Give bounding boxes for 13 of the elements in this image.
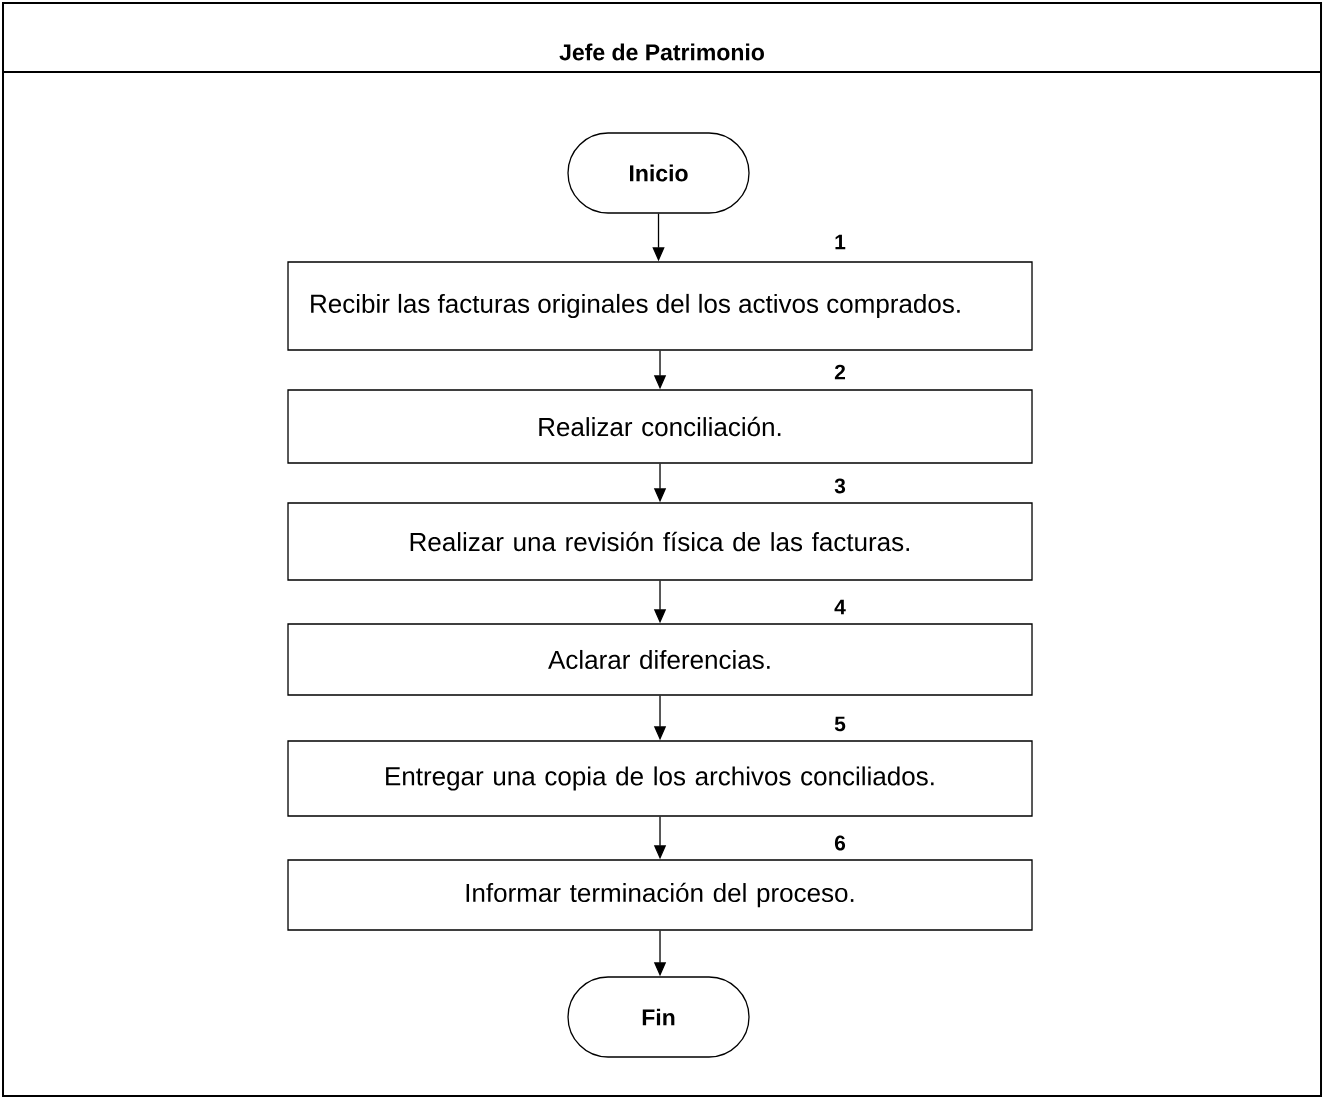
step-number: 5 <box>834 716 846 732</box>
process-box: Recibir las facturas originales del los activos comprados. <box>287 261 1033 351</box>
step-number: 6 <box>834 835 846 851</box>
step-number: 4 <box>834 599 846 615</box>
step-number: 1 <box>835 234 846 250</box>
step-number: 2 <box>834 364 845 380</box>
process-box: Aclarar diferencias. <box>287 623 1033 696</box>
process-box: Entregar una copia de los archivos conciliados. <box>287 740 1033 817</box>
step-number: 3 <box>834 478 846 494</box>
process-box: Realizar conciliación. <box>287 389 1033 464</box>
process-box: Realizar una revisión física de las facturas. <box>287 502 1033 581</box>
lane-title: Jefe de Patrimonio <box>559 43 764 61</box>
process-box: Informar terminación del proceso. <box>287 859 1033 931</box>
